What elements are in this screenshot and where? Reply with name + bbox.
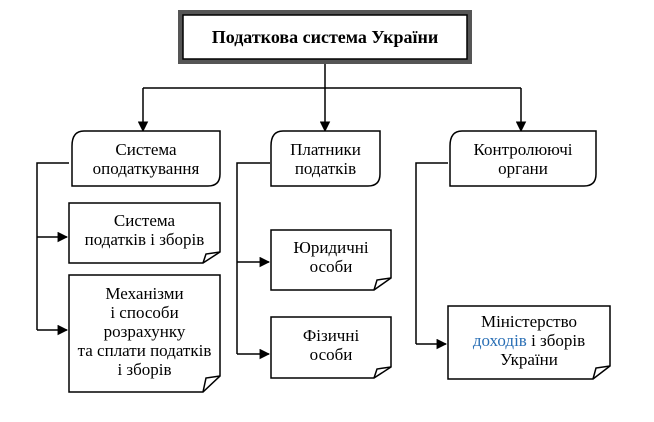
payers-vertical-line [236,162,270,354]
mechanisms-label: Механізми і способи розрахунку та сплати… [77,283,212,379]
legal-box [270,229,392,291]
connector-lines [36,64,527,360]
payers-label: Платники податків [290,139,361,178]
control-box [449,130,597,187]
legal-box-fold [373,277,392,291]
physical-box-fold [373,366,392,379]
system-label: Система оподаткування [92,139,200,178]
diagram-title: Податкова система України [211,26,439,47]
ministry-line-2: доходів і зборів [473,331,585,350]
taxes-box-fold [202,251,221,264]
title-box-inner [182,14,468,60]
physical-box [270,316,392,379]
mechanisms-box-fold [202,375,221,393]
ministry-line-2-rest: і зборів [526,330,586,350]
control-vertical-line [415,162,448,344]
payers-box [270,130,381,187]
system-vertical-line [36,162,69,330]
physical-label: Фізичні особи [302,326,360,364]
ministry-label: Міністерство доходів і зборів України [448,306,610,374]
ministry-line-3: України [500,349,558,369]
ministry-highlight-word: доходів [472,330,527,350]
mechanisms-box [68,274,221,393]
ministry-box [447,305,611,380]
system-box [71,130,221,187]
ministry-line-1: Міністерство [480,311,578,331]
control-label: Контролюючі органи [473,139,573,178]
title-box [178,10,472,64]
taxes-label: Система податків і зборів [84,211,205,249]
taxes-box [68,202,221,264]
legal-label: Юридичні особи [293,238,369,276]
ministry-box-fold [592,365,611,380]
